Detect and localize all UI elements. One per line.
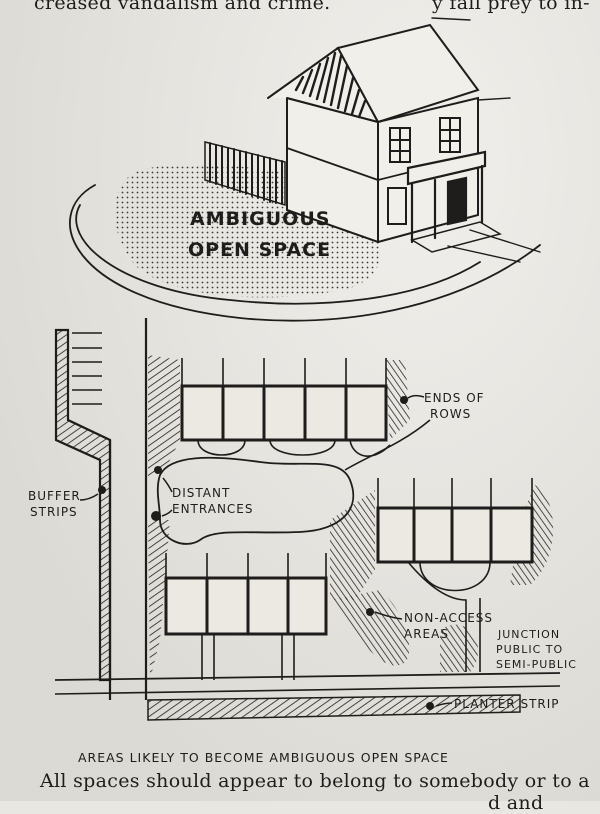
ambiguous-label-line1: AMBIGUOUS [190,208,330,230]
ground-outline-outer [69,184,541,322]
label-non-access-1: NON-ACCESS [404,611,493,625]
fence [204,141,286,207]
gable-hatching [294,51,367,119]
leader-lines [79,394,453,707]
road-bottom-edge-top [54,672,561,681]
house-sketch [69,17,541,322]
hatched-area-7 [440,624,479,672]
label-junction-3: SEMI-PUBLIC [496,658,577,671]
path-junction [407,561,491,672]
hatched-area-2 [148,520,170,680]
figure-caption: AREAS LIKELY TO BECOME AMBIGUOUS OPEN SP… [78,750,449,765]
house-row-top [180,358,388,442]
label-ends-of-rows-2: ROWS [430,407,471,421]
body-text-top: creased vandalism and crime. [34,0,331,14]
label-ends-of-rows-1: ENDS OF [424,391,485,405]
hatched-area-4 [330,590,410,666]
label-non-access-2: AREAS [404,627,449,641]
site-plan [54,318,561,721]
entrance-loop [156,456,355,545]
label-markers [98,396,434,710]
hatched-area-5 [385,360,410,440]
ground-outline [75,204,481,305]
label-buffer-strips-2: STRIPS [30,505,78,519]
label-distant-entrances-1: DISTANT [172,486,230,500]
planter-strip [147,694,521,721]
path-loop-top [197,439,391,457]
ambiguous-label-line2: OPEN SPACE [188,239,331,261]
label-planter-strip: PLANTER STRIP [454,697,560,711]
house-porch [406,150,502,253]
body-text-bottom-right: d and [488,792,544,814]
hatched-area-1 [148,355,180,480]
label-distant-entrances-2: ENTRANCES [172,502,254,516]
walkway [447,229,541,263]
label-buffer-strips-1: BUFFER [28,489,81,503]
house-row-right [376,478,534,564]
body-text-bottom: All spaces should appear to belong to so… [40,770,590,792]
road-bottom-edge-mid [54,685,561,695]
house-row-bottom [164,553,328,680]
site-plan-labels: ENDS OF ROWS BUFFER STRIPS DISTANT ENTRA… [28,391,577,765]
house-windows [387,117,461,225]
label-junction-1: JUNCTION [497,628,560,641]
hatched-area-3 [330,490,375,600]
parking-stripes [72,332,102,405]
house-roof [336,23,480,124]
body-text-top-right: y fall prey to in- [432,0,590,14]
label-junction-2: PUBLIC TO [496,643,563,656]
